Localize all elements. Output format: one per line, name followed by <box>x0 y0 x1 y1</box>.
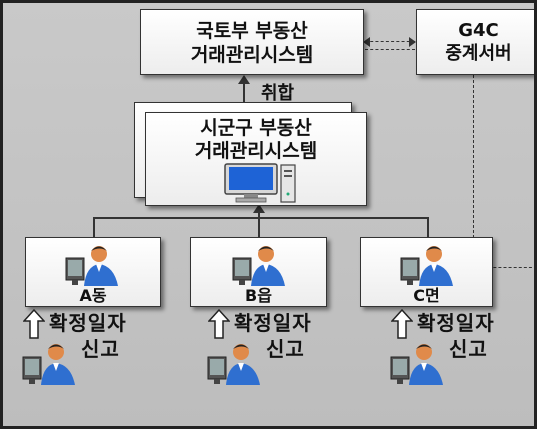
office-box-b: B읍 <box>190 237 327 307</box>
g4c-server-line2: 중계서버 <box>445 43 512 64</box>
report-b-line1: 확정일자 <box>234 311 312 335</box>
report-c-line1: 확정일자 <box>417 311 495 335</box>
up-arrow-icon <box>391 309 413 339</box>
connector-offices-bus <box>93 217 428 219</box>
city-system-line1: 시군구 부동산 <box>200 117 312 139</box>
person-at-computer-icon <box>21 339 77 385</box>
connector-city-to-ministry <box>243 77 245 105</box>
ministry-system-line1: 국토부 부동산 <box>196 20 308 42</box>
dashed-link-g4c-vertical <box>473 75 474 268</box>
ministry-system-line2: 거래관리시스템 <box>190 44 314 66</box>
person-at-computer-icon <box>389 339 445 385</box>
dashed-link-ministry-g4c-lower <box>365 49 415 50</box>
up-arrow-icon <box>23 309 45 339</box>
person-at-computer-icon <box>399 242 455 286</box>
computer-icon <box>224 163 296 203</box>
office-a-label: A동 <box>79 286 107 305</box>
report-a-line1: 확정일자 <box>49 311 127 335</box>
office-box-a: A동 <box>25 237 161 307</box>
person-at-computer-icon <box>206 339 262 385</box>
report-c-line2: 신고 <box>449 337 488 361</box>
dashed-link-g4c-horizontal <box>473 267 534 268</box>
connector-office-a <box>93 217 95 237</box>
report-a-line2: 신고 <box>81 337 120 361</box>
dashed-link-ministry-g4c <box>365 41 415 42</box>
ministry-system-box: 국토부 부동산 거래관리시스템 <box>140 9 364 75</box>
person-at-computer-icon <box>64 242 120 286</box>
g4c-server-line1: G4C <box>458 20 499 41</box>
arrowhead-left-ministry <box>363 37 370 47</box>
connector-offices-trunk <box>258 208 260 238</box>
city-system-line2: 거래관리시스템 <box>194 140 318 162</box>
arrowhead-up-city <box>253 204 265 213</box>
arrowhead-up-ministry <box>238 75 250 84</box>
report-b-line2: 신고 <box>266 337 305 361</box>
connector-office-c <box>427 217 429 237</box>
person-at-computer-icon <box>231 242 287 286</box>
city-system-box: 시군구 부동산 거래관리시스템 <box>145 112 367 206</box>
arrowhead-right-g4c <box>409 37 416 47</box>
aggregate-label: 취합 <box>261 83 295 104</box>
g4c-server-box: G4C 중계서버 <box>416 9 534 75</box>
office-c-label: C면 <box>413 286 440 305</box>
office-box-c: C면 <box>360 237 493 307</box>
up-arrow-icon <box>208 309 230 339</box>
office-b-label: B읍 <box>245 286 272 305</box>
